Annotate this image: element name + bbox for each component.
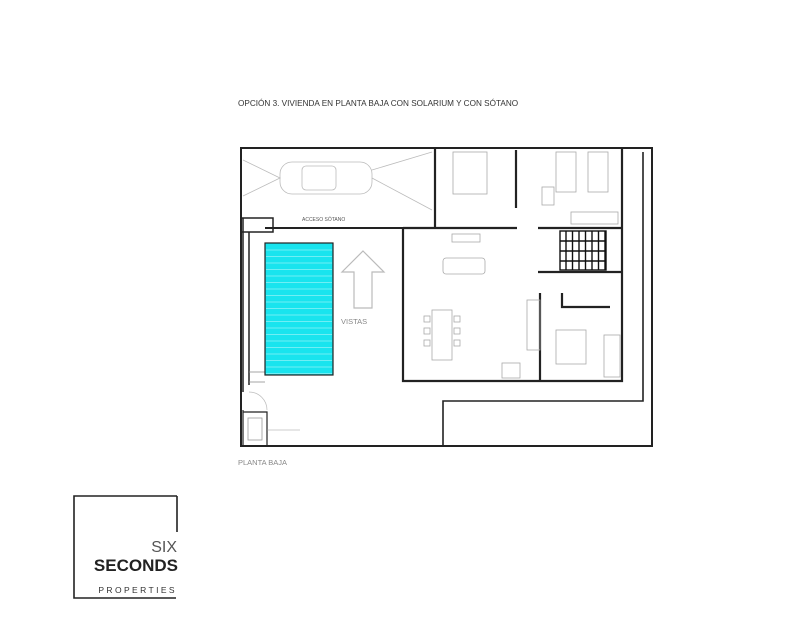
floor-label: PLANTA BAJA (238, 458, 287, 467)
basement-access-label: ACCESO SÓTANO (302, 216, 345, 223)
bed-icon (587, 151, 609, 193)
bed-icon (452, 151, 488, 195)
plot-boundary (240, 147, 653, 447)
six-seconds-logo: SIX SECONDS PROPERTIES (73, 495, 178, 599)
plan-title: OPCIÓN 3. VIVIENDA EN PLANTA BAJA CON SO… (238, 98, 518, 108)
logo-six: SIX (151, 539, 177, 556)
sofa-icon (442, 257, 486, 275)
staircase (559, 230, 607, 271)
house-walls (401, 148, 624, 383)
dining-table-icon (431, 309, 453, 361)
kitchen-counter (526, 299, 541, 351)
bed-icon (555, 151, 577, 193)
pool-stripes (266, 249, 332, 374)
furniture (423, 151, 621, 379)
views-label: VISTAS (341, 317, 367, 326)
pool-wall (240, 217, 300, 445)
logo-properties: PROPERTIES (98, 585, 177, 595)
arrow-up-icon (340, 250, 386, 309)
bed-icon (555, 329, 587, 365)
logo-seconds: SECONDS (94, 556, 178, 575)
swimming-pool (264, 242, 334, 376)
car-icon (242, 151, 433, 211)
